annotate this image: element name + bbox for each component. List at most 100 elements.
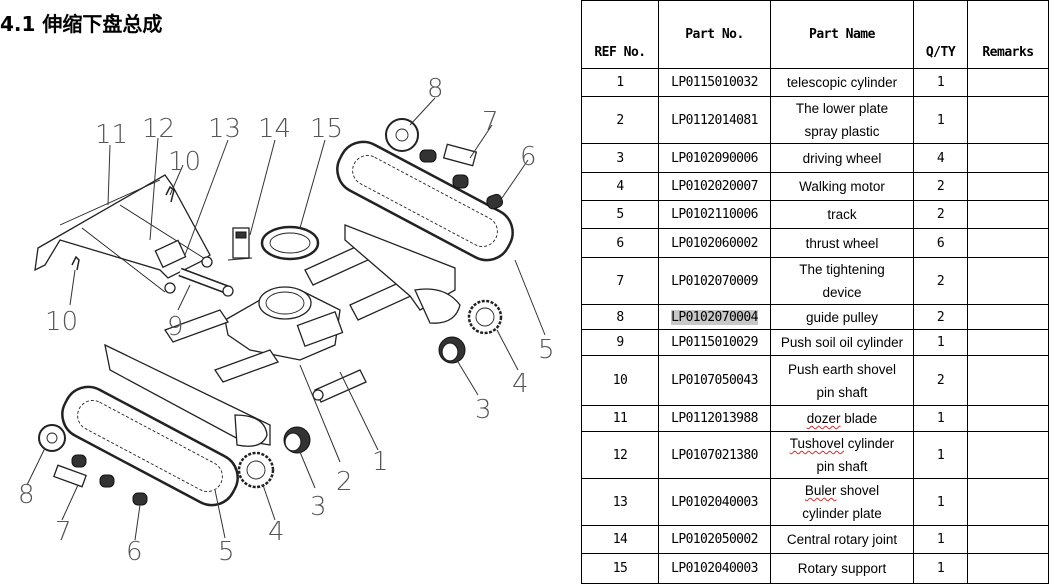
cell-ref: 8 [581,304,659,330]
cell-part-no[interactable]: LP0112013988 [658,405,771,432]
cell-part-name: dozer blade [770,405,914,432]
callout-9: 9 [167,312,184,342]
cell-part-no[interactable]: LP0115010029 [658,329,771,356]
callout-4-top: 4 [512,369,529,399]
table-row: 8 LP0102070004 guide pulley 2 [581,304,1049,330]
cell-qty: 1 [913,405,968,432]
cell-remarks [967,228,1049,258]
table-row: 4 LP0102020007 Walking motor 2 [581,172,1049,201]
header-remarks: Remarks [967,0,1049,69]
part-name-line-1: Central rotary joint [786,532,898,547]
rotary-support-part [260,225,320,261]
part-name-line-2: spray plastic [804,124,880,139]
header-part-no: Part No. [658,0,771,69]
cell-part-no[interactable]: LP0115010032 [658,68,771,97]
cell-part-no[interactable]: LP0102040003 [658,553,771,584]
cell-part-no[interactable]: LP0102020007 [658,172,771,201]
cell-part-no[interactable]: LP0112014081 [658,96,771,144]
callout-10-left: 10 [45,307,78,337]
table-row: 9 LP0115010029 Push soil oil cylinder 1 [581,329,1049,356]
part-no-text: LP0102110006 [671,207,758,222]
cell-remarks [967,405,1049,432]
part-name-line-1: Tushovel cylinder [789,436,895,451]
callout-15: 15 [310,114,343,144]
lower-drive-parts [237,369,367,489]
part-name-line-1: telescopic cylinder [786,75,898,90]
callout-1: 1 [372,447,389,477]
part-no-text: LP0107021380 [671,447,758,463]
cell-part-name: Walking motor [770,172,914,201]
cell-ref: 6 [581,228,659,258]
cell-part-no[interactable]: LP0102070009 [658,257,771,305]
table-row: 11 LP0112013988 dozer blade 1 [581,405,1049,432]
section-title: 4.1 伸缩下盘总成 [0,12,163,36]
cell-remarks [967,143,1049,173]
leader-lines [26,97,546,541]
cell-qty: 2 [913,304,968,330]
exploded-view-diagram: 11 12 13 14 15 10 10 9 8 7 6 5 4 3 1 2 3… [18,74,555,567]
cell-part-name: Rotary support [770,553,914,584]
table-row: 3 LP0102090006 driving wheel 4 [581,143,1049,173]
cell-remarks [967,478,1049,526]
callout-5-top: 5 [538,335,555,365]
lower-plate-part [224,286,344,361]
part-no-text: LP0115010032 [671,75,758,90]
cell-qty: 1 [913,96,968,144]
callout-7-top: 7 [482,107,499,137]
cell-part-name: track [770,200,914,229]
part-name-line-2: device [822,285,862,300]
cell-ref: 5 [581,200,659,229]
part-name-line-2: cylinder plate [802,506,882,521]
part-no-text: LP0102090006 [671,150,758,166]
cell-part-no[interactable]: LP0102070004 [658,304,771,330]
upper-wheels-parts [385,118,504,210]
part-no-text: LP0112014081 [671,112,758,128]
callout-6-bottom: 6 [126,537,143,567]
cell-ref: 10 [581,355,659,406]
cell-remarks [967,172,1049,201]
callout-6-top: 6 [520,142,537,172]
cell-part-no[interactable]: LP0102110006 [658,200,771,229]
cell-ref: 4 [581,172,659,201]
callout-12: 12 [142,114,175,144]
part-no-text: LP0102070009 [671,273,758,289]
cell-part-no[interactable]: LP0107021380 [658,431,771,479]
part-no-text: LP0102060002 [671,235,758,251]
part-name-line-1: guide pulley [805,309,879,325]
part-name-line-1: Walking motor [799,179,885,194]
cell-part-no[interactable]: LP0102050002 [658,525,771,554]
cell-part-no[interactable]: LP0107050043 [658,355,771,406]
callout-2: 2 [336,467,353,497]
cell-remarks [967,96,1049,144]
cell-part-no[interactable]: LP0102040003 [658,478,771,526]
part-no-text: LP0102050002 [671,532,758,547]
callout-8-top: 8 [427,74,444,104]
part-name-line-1: The tightening [799,262,885,277]
lower-wheels-parts [38,424,148,506]
cell-part-no[interactable]: LP0102060002 [658,228,771,258]
cell-ref: 9 [581,329,659,356]
callout-7-bottom: 7 [55,517,72,547]
header-qty: Q/TY [913,0,968,69]
track-frame-lower [104,309,279,447]
cell-remarks [967,329,1049,356]
part-name-line-1: dozer blade [806,411,878,426]
cell-qty: 4 [913,143,968,173]
callout-3-bottom: 3 [310,492,327,522]
cell-qty: 6 [913,228,968,258]
callout-4-bottom: 4 [268,517,285,547]
cell-part-name: Push soil oil cylinder [770,329,914,356]
cell-qty: 2 [913,257,968,305]
cell-part-name: guide pulley [770,304,914,330]
part-name-line-1: Push earth shovel [787,361,897,377]
cell-remarks [967,553,1049,584]
cell-part-no[interactable]: LP0102090006 [658,143,771,173]
cell-qty: 1 [913,68,968,97]
header-part-name: Part Name [770,0,914,69]
